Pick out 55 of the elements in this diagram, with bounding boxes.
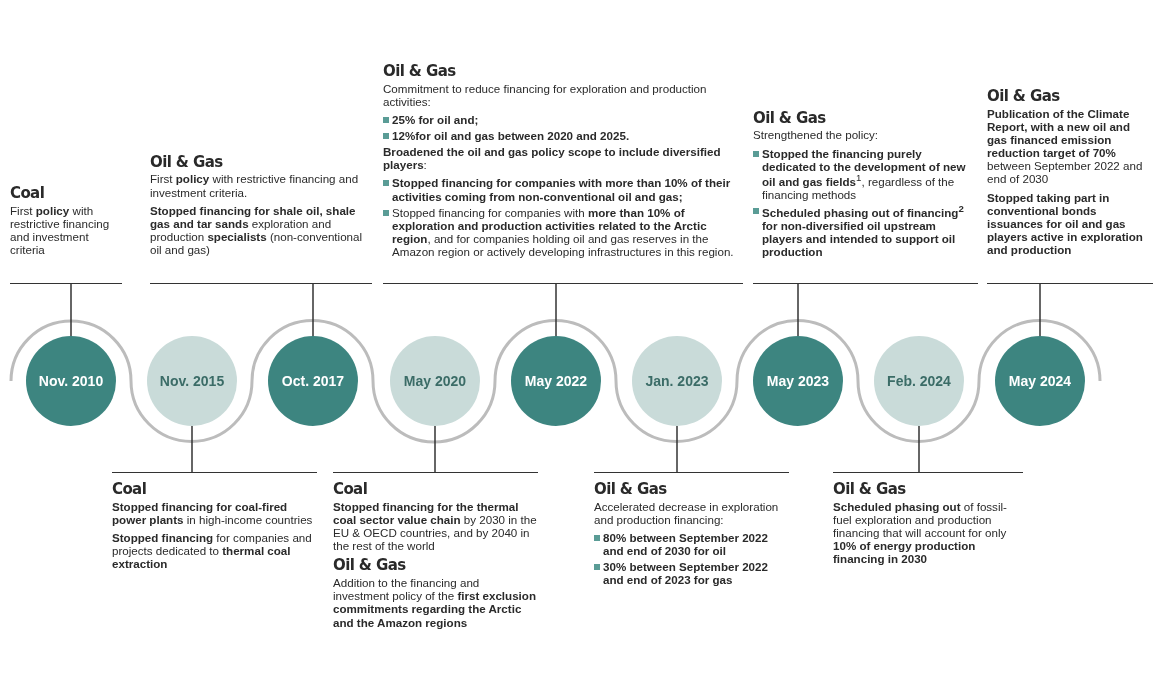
entry-text: Stopped financing for coal-fired power plants in high-income countries	[112, 499, 314, 527]
entry-text: Stopped financing for companies and projects dedicated to thermal coal extraction	[112, 531, 313, 571]
connector-line	[191, 425, 193, 473]
date-circle: May 2020	[390, 336, 480, 426]
timeline-entry	[10, 184, 122, 284]
date-circle: May 2023	[753, 336, 843, 426]
timeline-entry	[753, 109, 978, 284]
bullet-item: Stopped the financing purely dedicated to the development of new oil and gas fields$^{1}$, regardless of the financing methods	[753, 146, 978, 201]
date-circle: Nov. 2015	[147, 336, 237, 426]
connector-line	[1039, 283, 1041, 337]
date-circle: May 2022	[511, 336, 601, 426]
timeline-entry	[987, 88, 1153, 284]
entry-text: Broadened the oil and gas policy scope to include diversified players:	[383, 145, 722, 172]
entry-text: Stopped taking part in conventional bonds issuances for oil and gas players active in exploration and production	[987, 190, 1144, 256]
date-circle: Nov. 2010	[26, 336, 116, 426]
connector-line	[434, 425, 436, 473]
category-heading: Oil & Gas	[753, 109, 827, 127]
category-heading: Oil & Gas	[383, 62, 457, 80]
connector-line	[918, 425, 920, 473]
date-circle: Feb. 2024	[874, 336, 964, 426]
date-circle: May 2024	[995, 336, 1085, 426]
bullet-item: 80% between September 2022 and end of 2030 for oil	[594, 531, 789, 558]
entry-text: Strengthened the policy:	[753, 128, 880, 142]
category-heading: Oil & Gas	[333, 557, 407, 575]
category-heading: Oil & Gas	[594, 481, 668, 498]
category-heading: Oil & Gas	[150, 153, 224, 171]
timeline-entry	[383, 62, 743, 284]
entry-text: Scheduled phasing out of fossil-fuel exploration and production financing that will account for only 10% of energy production financing in 2030	[833, 499, 1008, 566]
category-heading: Oil & Gas	[833, 481, 907, 498]
category-heading: Coal	[112, 481, 148, 498]
category-heading: Coal	[10, 184, 46, 202]
category-heading: Oil & Gas	[987, 88, 1061, 105]
date-circle: Oct. 2017	[268, 336, 358, 426]
bullet-item: 12%for oil and gas between 2020 and 2025.	[383, 129, 743, 143]
bullet-item: 30% between September 2022 and end of 2023 for gas	[594, 560, 789, 587]
bullet-item: Stopped financing for companies with more than 10% of exploration and production activities related to the Arctic region, and for companies holding oil and gas reserves in the Amazon region or actively developing infrastructures in this region.	[383, 205, 743, 258]
bullet-item: Scheduled phasing out of financing$^{2}$ for non-diversified oil upstream players and intended to support oil production	[753, 203, 978, 258]
connector-line	[676, 425, 678, 473]
entry-text: Stopped financing for shale oil, shale gas and tar sands exploration and production specialists (non-conventional oil and gas)	[150, 203, 364, 256]
date-circle: Jan. 2023	[632, 336, 722, 426]
entry-text: Stopped financing for the thermal coal sector value chain by 2030 in the EU & OECD countries, and by 2040 in the rest of the world	[333, 499, 538, 553]
bullet-item: Stopped financing for companies with more than 10% of their activities coming from non-conventional oil and gas;	[383, 176, 743, 203]
connector-line	[70, 283, 72, 337]
entry-text: Publication of the Climate Report, with a new oil and gas financed emission reduction target of 70% between September 2022 and end of 2030	[987, 106, 1144, 186]
entry-text: Commitment to reduce financing for exploration and production activities:	[383, 81, 708, 109]
connector-line	[797, 283, 799, 337]
entry-text: First policy with restrictive financing and investment criteria.	[150, 172, 360, 199]
connector-line	[312, 283, 314, 337]
entry-text: Accelerated decrease in exploration and production financing:	[594, 499, 780, 527]
entry-text: First policy with restrictive financing and investment criteria	[10, 203, 111, 256]
bullet-item: 25% for oil and;	[383, 113, 743, 127]
category-heading: Coal	[333, 481, 369, 498]
timeline-entry	[150, 153, 372, 284]
connector-line	[555, 283, 557, 337]
entry-text: Addition to the financing and investment policy of the first exclusion commitments regarding the Arctic and the Amazon regions	[333, 576, 537, 629]
